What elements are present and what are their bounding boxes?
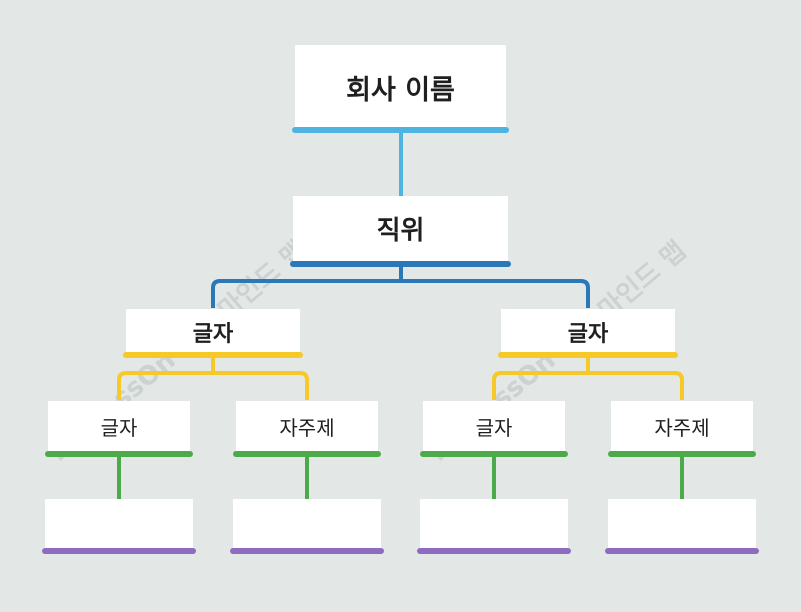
level4-node[interactable] [420,499,568,549]
level3-node-underline [233,451,381,457]
level2-node-label: 글자 [192,322,234,347]
position-node-underline [290,261,511,267]
level4-node[interactable] [233,499,381,549]
level3-node[interactable]: 글자 [48,401,190,452]
level3-node-underline [45,451,193,457]
level3-node[interactable]: 자주제 [611,401,753,452]
root-node-label: 회사 이름 [346,74,455,106]
level3-node-label: 자주제 [654,416,710,440]
position-node[interactable]: 직위 [293,196,508,261]
level2-node-right[interactable]: 글자 [501,309,675,355]
level3-node-label: 글자 [100,416,138,440]
level4-node[interactable] [608,499,756,549]
level2-node-label: 글자 [567,322,609,347]
level2-node-left[interactable]: 글자 [126,309,300,355]
level3-node[interactable]: 글자 [423,401,565,452]
root-node[interactable]: 회사 이름 [295,45,506,129]
level2-node-underline [498,352,678,358]
level4-node-underline [605,548,759,554]
level3-node-underline [420,451,568,457]
root-node-underline [292,127,509,133]
level4-node-underline [230,548,384,554]
level3-node-label: 글자 [475,416,513,440]
level4-node-underline [417,548,571,554]
level4-node-underline [42,548,196,554]
level4-node[interactable] [45,499,193,549]
level2-node-underline [123,352,303,358]
position-node-label: 직위 [376,216,425,246]
level3-node-label: 자주제 [279,416,335,440]
level3-node[interactable]: 자주제 [236,401,378,452]
level3-node-underline [608,451,756,457]
